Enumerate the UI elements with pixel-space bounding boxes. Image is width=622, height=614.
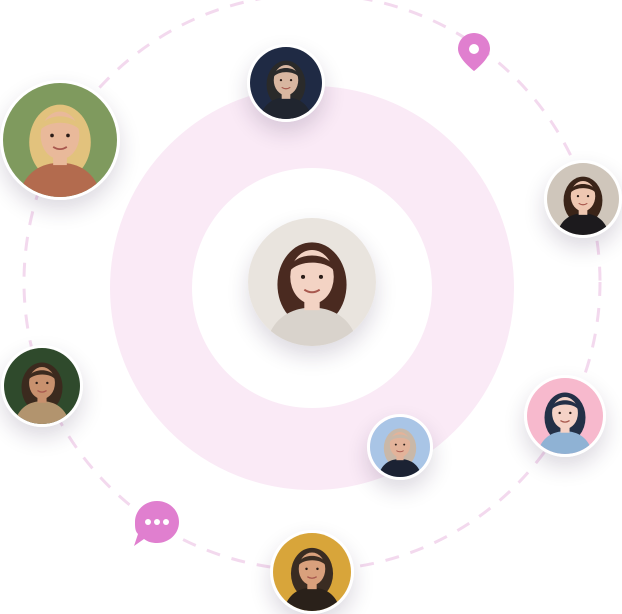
top-profile-avatar[interactable] [247, 44, 325, 122]
location-pin-icon[interactable] [456, 31, 492, 73]
top-left-profile-avatar[interactable] [0, 80, 120, 200]
chat-bubble-icon[interactable] [130, 498, 182, 550]
inner-ring [110, 86, 514, 490]
portrait-image [273, 533, 351, 611]
portrait-image [547, 163, 619, 235]
right-profile-avatar[interactable] [544, 160, 622, 238]
left-profile-avatar[interactable] [1, 345, 83, 427]
bottom-profile-avatar[interactable] [270, 530, 354, 614]
portrait-image [4, 348, 80, 424]
bottom-right-profile-avatar[interactable] [524, 375, 606, 457]
portrait-image [248, 218, 376, 346]
center-profile-avatar[interactable] [248, 218, 376, 346]
portrait-image [250, 47, 322, 119]
portrait-image [3, 83, 117, 197]
portrait-image [527, 378, 603, 454]
portrait-image [370, 417, 430, 477]
middle-right-profile-avatar[interactable] [367, 414, 433, 480]
